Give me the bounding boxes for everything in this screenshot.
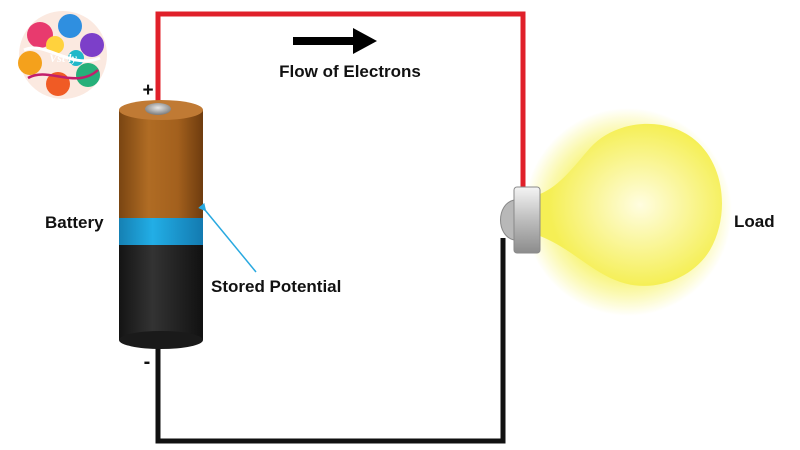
stored-potential-label: Stored Potential <box>211 277 341 296</box>
logo-blob <box>18 51 42 75</box>
flow-label: Flow of Electrons <box>279 62 421 81</box>
logo-text: Vst ly <box>49 51 77 65</box>
logo-swirl <box>23 46 101 63</box>
battery-label: Battery <box>45 213 104 232</box>
negative-wire <box>155 238 506 444</box>
logo-blob <box>27 22 53 48</box>
stored-potential-arrow <box>198 202 257 273</box>
arrow-right-icon <box>293 28 377 54</box>
battery-terminal <box>145 103 171 115</box>
flow-arrow-head <box>353 28 377 54</box>
minus-sign: - <box>144 351 151 373</box>
logo-blob <box>46 36 64 54</box>
positive-wire <box>155 11 526 188</box>
plus-sign: + <box>142 80 153 101</box>
logo-swirl <box>27 69 99 80</box>
bulb-base <box>513 186 541 254</box>
battery-band <box>119 218 203 245</box>
logo-blob <box>80 33 104 57</box>
bulb-contact <box>500 199 515 241</box>
battery-bottom <box>119 244 203 340</box>
bulb-glass <box>540 123 722 286</box>
flow-arrow-shaft <box>293 37 353 45</box>
logo: Vst ly <box>18 11 107 99</box>
light-bulb-icon <box>500 108 732 316</box>
battery-base <box>119 331 203 349</box>
logo-blob <box>58 14 82 38</box>
battery-top <box>119 110 203 218</box>
load-label: Load <box>734 212 775 231</box>
battery <box>119 100 203 349</box>
